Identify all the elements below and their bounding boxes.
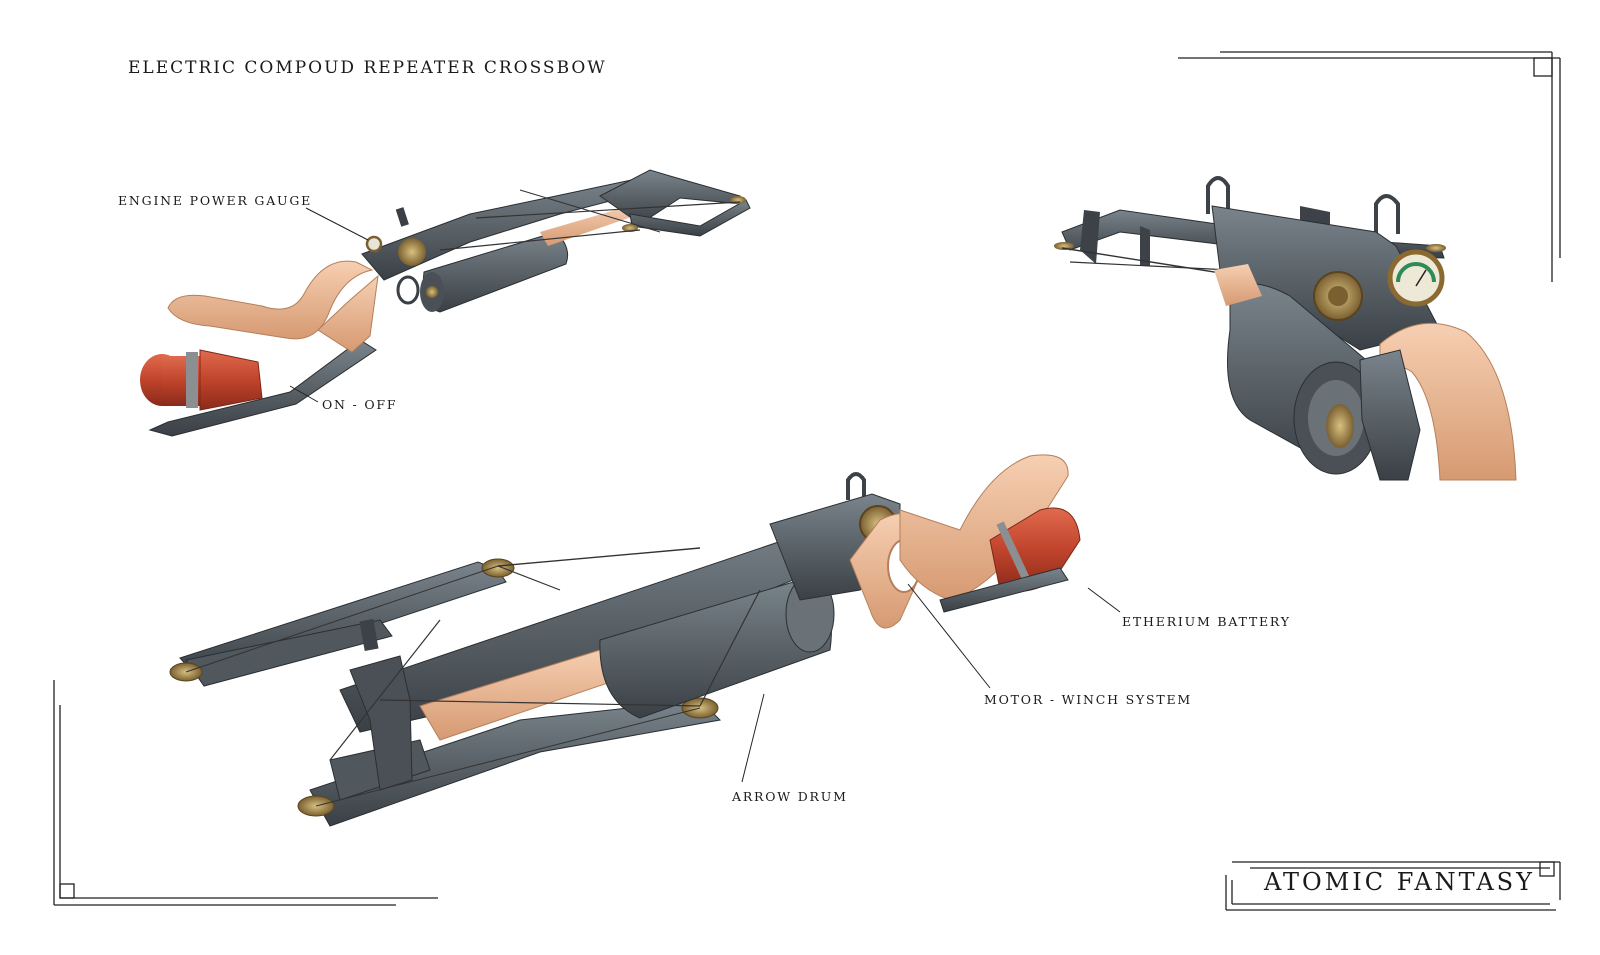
callout-motor-winch-system: Motor - winch system — [984, 692, 1193, 707]
callout-etherium-battery: Etherium battery — [1122, 614, 1291, 629]
callout-arrow-drum: Arrow drum — [732, 789, 848, 804]
crossbow-three-quarter-view — [169, 454, 1081, 827]
callout-leader-lines — [289, 207, 1121, 783]
crossbow-side-view — [140, 169, 751, 437]
top-right-frame-ornament — [1178, 51, 1561, 282]
callout-engine-power-gauge: Engine power gauge — [118, 193, 313, 208]
crossbow-rear-view — [1054, 176, 1517, 481]
brand-frame — [1225, 861, 1561, 911]
sheet-title: Electric compoud repeater crossbow — [128, 58, 607, 78]
callout-on-off: On - off — [322, 397, 398, 412]
brand-logo-text: Atomic Fantasy — [1264, 868, 1535, 896]
bottom-left-frame-ornament — [53, 680, 438, 906]
